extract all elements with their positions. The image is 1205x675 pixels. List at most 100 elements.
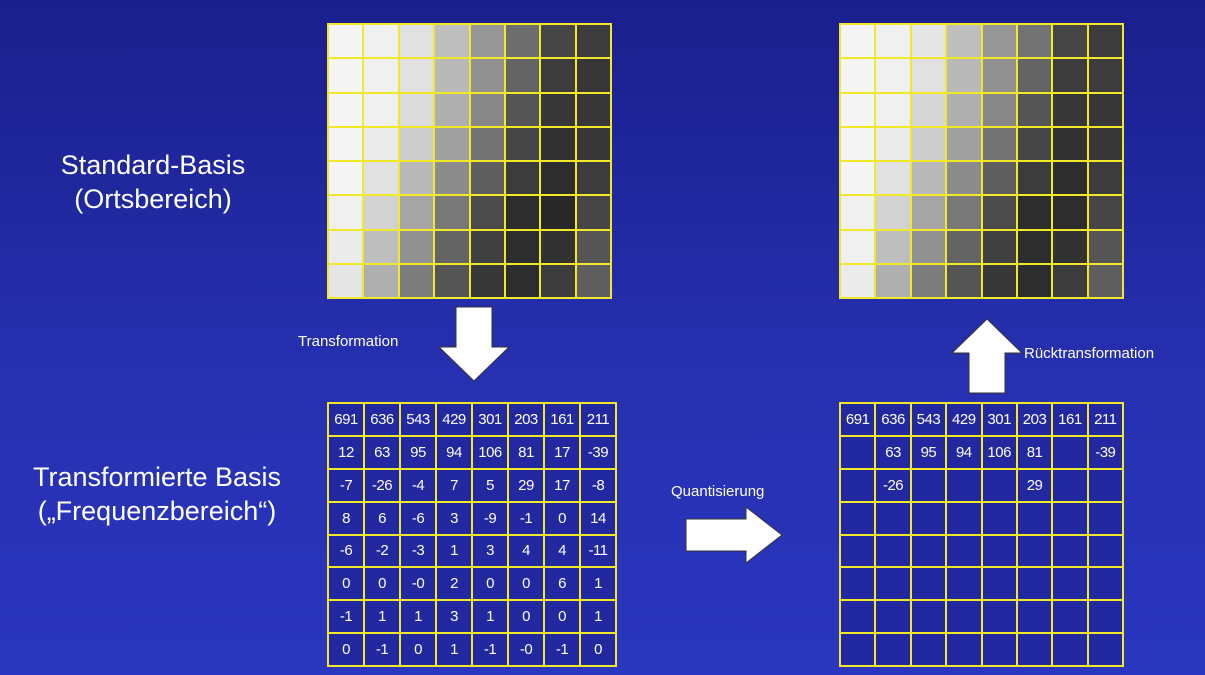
image-pixel-cell [576,264,610,297]
image-pixel-cell [470,25,504,58]
coefficient-cell [947,634,981,665]
image-pixel-cell [947,25,981,58]
image-pixel-cell [470,264,504,297]
image-pixel-cell [541,162,575,195]
standard-basis-title: Standard-Basis [60,150,246,180]
coefficient-cell: -1 [365,634,399,665]
coefficient-cell [947,601,981,633]
coefficient-cell: 161 [545,404,579,435]
coefficient-cell: -0 [401,568,435,600]
coefficient-cell: -9 [473,502,507,534]
image-pixel-cell [1017,264,1052,297]
coefficient-cell [947,469,981,501]
image-pixel-cell [947,196,981,229]
image-pixel-cell [541,230,575,263]
coefficient-cell: -1 [509,502,543,534]
image-pixel-cell [505,196,540,229]
image-pixel-cell [1088,264,1122,297]
image-pixel-cell [911,127,946,160]
coefficient-cell: 81 [1017,436,1052,468]
image-pixel-cell [947,264,981,297]
coefficient-cell: 0 [545,502,579,534]
coefficient-cell [982,535,1016,567]
coefficient-cell: 0 [401,634,435,665]
image-pixel-cell [876,93,910,126]
coefficient-cell [1088,535,1122,567]
image-pixel-cell [876,25,910,58]
coefficient-cell: 1 [365,601,399,633]
image-pixel-cell [329,93,363,126]
image-pixel-cell [982,264,1016,297]
image-pixel-cell [399,59,434,92]
image-pixel-cell [435,162,469,195]
coefficient-cell: 691 [841,404,875,435]
coefficient-cell [982,469,1016,501]
image-pixel-cell [576,196,610,229]
image-pixel-cell [435,196,469,229]
coefficient-cell: 0 [545,601,579,633]
image-pixel-cell [435,264,469,297]
image-pixel-cell [576,59,610,92]
coefficient-cell: 203 [509,404,543,435]
image-pixel-cell [911,264,946,297]
coefficient-cell: 636 [876,404,910,435]
image-pixel-cell [399,196,434,229]
image-pixel-cell [1088,162,1122,195]
coefficient-cell: 1 [437,535,471,567]
image-pixel-cell [947,93,981,126]
image-pixel-cell [435,25,469,58]
image-pixel-cell [1053,59,1087,92]
image-pixel-cell [576,25,610,58]
image-pixel-cell [1088,230,1122,263]
coefficient-cell: 0 [509,601,543,633]
image-pixel-cell [841,162,875,195]
coefficient-cell: 14 [581,502,615,534]
image-pixel-cell [1017,25,1052,58]
image-pixel-cell [841,196,875,229]
image-pixel-cell [399,264,434,297]
image-pixel-cell [364,162,398,195]
coefficient-cell: 211 [581,404,615,435]
image-pixel-cell [982,59,1016,92]
coefficient-cell: 636 [365,404,399,435]
image-pixel-cell [541,93,575,126]
image-pixel-cell [364,59,398,92]
image-pixel-cell [364,264,398,297]
coefficient-cell [876,634,910,665]
image-pixel-cell [841,93,875,126]
reconstructed-image-grid [839,23,1124,299]
ruecktransformation-up-arrow [950,318,1024,394]
coefficient-cell: 6 [545,568,579,600]
coefficient-cell: 203 [1017,404,1052,435]
image-pixel-cell [505,59,540,92]
image-pixel-cell [576,162,610,195]
image-pixel-cell [911,162,946,195]
image-pixel-cell [841,127,875,160]
image-pixel-cell [1088,93,1122,126]
quantisierung-label: Quantisierung [671,483,765,500]
coefficient-cell: 0 [581,634,615,665]
coefficient-cell [911,568,946,600]
image-pixel-cell [329,162,363,195]
image-pixel-cell [541,25,575,58]
coefficient-cell [947,568,981,600]
coefficient-cell [1053,436,1087,468]
coefficient-cell: 161 [1053,404,1087,435]
image-pixel-cell [505,162,540,195]
coefficient-cell: 3 [473,535,507,567]
image-pixel-cell [435,127,469,160]
image-pixel-cell [1053,127,1087,160]
image-pixel-cell [505,127,540,160]
image-pixel-cell [576,230,610,263]
coefficient-cell: 95 [911,436,946,468]
coefficient-cell: 8 [329,502,363,534]
coefficient-cell [1053,469,1087,501]
coefficient-cell [982,568,1016,600]
image-pixel-cell [911,196,946,229]
image-pixel-cell [329,127,363,160]
coefficient-cell: 0 [473,568,507,600]
image-pixel-cell [435,230,469,263]
image-pixel-cell [1053,25,1087,58]
image-pixel-cell [841,59,875,92]
image-pixel-cell [329,264,363,297]
